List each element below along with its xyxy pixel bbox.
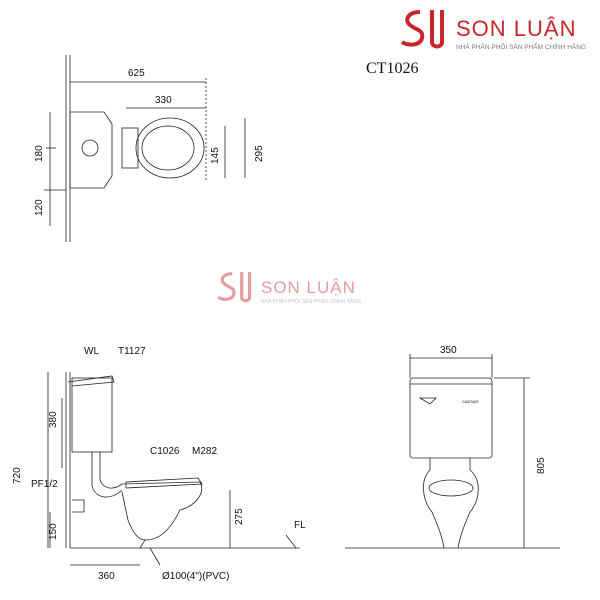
dim-overall-depth: 625 [128,68,145,79]
side-view [47,372,300,566]
brand-logo-mark-icon [400,10,444,49]
watermark-tagline: NHÀ PHÂN PHỐI SẢN PHẨM CHÍNH HÃNG [261,299,362,305]
dim-supply-height: 150 [48,523,59,540]
label-floor-line: FL [294,520,306,531]
brand-logo: SON LUẬN NHÀ PHÂN PHỐI SẢN PHẨM CHÍNH HÃ… [398,6,598,54]
watermark-brand-name: SON LUẬN [261,278,356,297]
dim-bowl-depth: 330 [155,95,172,106]
dim-tank-width: 350 [440,345,457,356]
label-bowl-model: C1026 [150,446,180,457]
dim-rim-height: 275 [234,508,245,525]
dim-drain: Ø100(4")(PVC) [162,571,229,582]
tank-badge: CAESAR [462,399,479,404]
watermark-logo-mark-icon [217,272,252,303]
front-view [345,354,560,549]
dim-supply-offset: 120 [34,199,45,216]
dim-bowl-width: 295 [254,145,265,162]
dim-bowl-half-width: 145 [210,147,221,164]
label-supply-fitting: PF1/2 [31,479,58,490]
dim-water-supply-height: 180 [34,145,45,162]
label-seat-model: M282 [192,446,217,457]
model-code: CT1026 [366,60,419,77]
brand-name: SON LUẬN [456,16,577,41]
brand-tagline: NHÀ PHÂN PHỐI SẢN PHẨM CHÍNH HÃNG [456,44,587,51]
brand-watermark: SON LUẬN NHÀ PHÂN PHỐI SẢN PHẨM CHÍNH HÃ… [215,268,380,308]
label-tank-model: T1127 [118,346,146,357]
dim-total-height-side: 720 [12,467,23,484]
dim-total-height-front: 805 [536,457,547,474]
dim-tank-height: 380 [48,411,59,428]
label-wall-line: WL [84,346,99,357]
dim-rough-in: 360 [98,571,115,582]
top-view [44,55,246,242]
